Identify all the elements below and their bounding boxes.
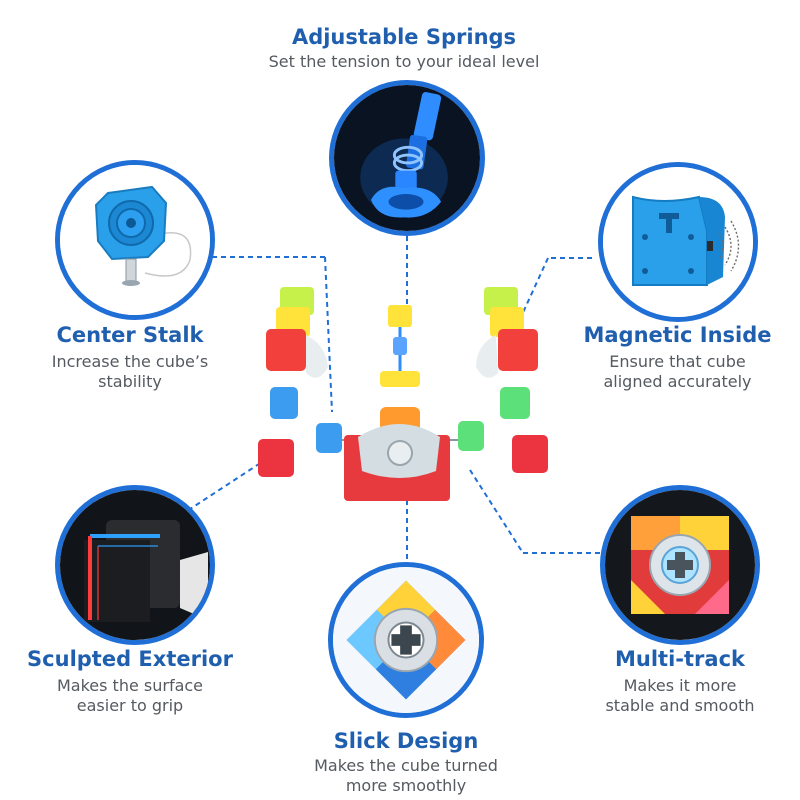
magnet-icon bbox=[603, 167, 753, 317]
feature-description-line1: Makes it more bbox=[623, 676, 737, 695]
feature-description-line2: easier to grip bbox=[76, 696, 184, 715]
feature-description-line1: Makes the cube turned bbox=[314, 756, 498, 775]
feature-description-line2: stable and smooth bbox=[605, 696, 755, 715]
multi-track-icon bbox=[605, 490, 755, 640]
feature-sculpted-exterior: Sculpted Exterior Makes the surface easi… bbox=[10, 646, 250, 716]
feature-description: Set the tension to your ideal level bbox=[268, 52, 540, 71]
feature-description-line2: aligned accurately bbox=[603, 372, 752, 391]
feature-title: Magnetic Inside bbox=[583, 323, 772, 347]
feature-description-line2: more smoothly bbox=[345, 776, 467, 795]
sculpted-edge-icon bbox=[60, 490, 210, 640]
magnetic-circle bbox=[598, 162, 758, 322]
feature-slick-design: Slick Design Makes the cube turned more … bbox=[290, 728, 522, 796]
feature-multi-track: Multi-track Makes it more stable and smo… bbox=[575, 646, 785, 716]
feature-description-line1: Increase the cube’s bbox=[51, 352, 209, 371]
spring-circle bbox=[329, 80, 485, 236]
multi-track-circle bbox=[600, 485, 760, 645]
cube-piece-core bbox=[476, 335, 498, 378]
slick-circle bbox=[328, 562, 484, 718]
exploded-cube-illustration bbox=[258, 287, 548, 501]
cube-piece-green bbox=[500, 387, 530, 419]
cube-piece-red bbox=[512, 435, 548, 473]
cube-piece-blue bbox=[316, 423, 342, 453]
cube-piece-red bbox=[266, 329, 306, 371]
feature-center-stalk: Center Stalk Increase the cube’s stabili… bbox=[25, 322, 235, 392]
feature-adjustable-springs: Adjustable Springs Set the tension to yo… bbox=[220, 24, 588, 72]
center-stalk-circle bbox=[55, 160, 215, 320]
feature-description-line1: Makes the surface bbox=[56, 676, 204, 695]
cube-piece-red bbox=[498, 329, 538, 371]
cube-piece-green bbox=[458, 421, 484, 451]
feature-title: Slick Design bbox=[333, 729, 479, 753]
cube-piece-core bbox=[306, 335, 328, 378]
feature-title: Center Stalk bbox=[56, 323, 204, 347]
feature-magnetic-inside: Magnetic Inside Ensure that cube aligned… bbox=[570, 322, 785, 392]
center-stalk-icon bbox=[60, 165, 210, 315]
feature-title: Sculpted Exterior bbox=[27, 647, 233, 671]
cube-piece-red bbox=[258, 439, 294, 477]
feature-title: Multi-track bbox=[615, 647, 745, 671]
cube-piece-yellow bbox=[388, 305, 412, 327]
cube-piece-blue bbox=[270, 387, 298, 419]
cube-piece-yellow bbox=[380, 371, 420, 387]
sculpted-circle bbox=[55, 485, 215, 645]
feature-title: Adjustable Springs bbox=[291, 25, 517, 49]
feature-description-line2: stability bbox=[98, 372, 162, 391]
slick-core-icon bbox=[333, 567, 479, 713]
feature-description-line1: Ensure that cube bbox=[609, 352, 746, 371]
spring-icon bbox=[334, 85, 480, 231]
